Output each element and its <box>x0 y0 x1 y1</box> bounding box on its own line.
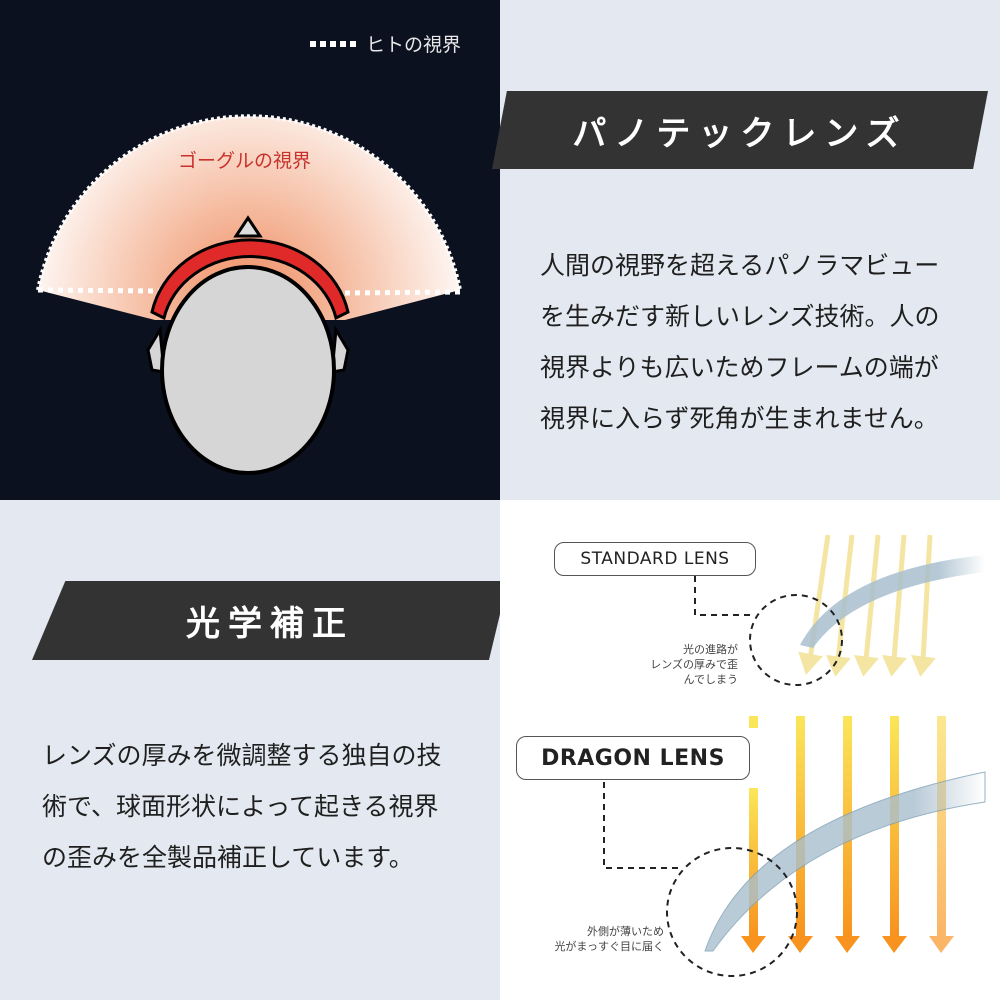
standard-focus-circle <box>749 594 843 686</box>
dragon-lens-shape <box>704 771 986 952</box>
description-line: 視界よりも広いためフレームの端が <box>540 353 939 382</box>
optical-title-banner: 光学補正 <box>32 581 508 660</box>
dragon-leader-line <box>603 782 683 869</box>
standard-leader-line <box>694 576 752 616</box>
description-line: 視界に入らず死角が生まれません。 <box>540 404 939 433</box>
field-of-view-illustration: ヒトの視界 ゴーグルの視界 <box>0 0 500 500</box>
dragon-lens-note: 外側が薄いため 光がまっすぐ目に届く <box>520 924 664 954</box>
human-field-arc <box>36 114 462 291</box>
panoramic-title-banner: パノテックレンズ <box>492 91 988 169</box>
optical-description: レンズの厚みを微調整する独自の技 術で、球面形状によって起きる視界 の歪みを全製… <box>42 730 492 883</box>
description-line: 人間の視野を超えるパノラマビュー <box>540 251 940 280</box>
standard-lens-shape <box>800 555 985 648</box>
legend-label: ヒトの視界 <box>366 34 462 56</box>
goggle-field-label: ゴーグルの視界 <box>178 150 312 172</box>
legend-human-field: ヒトの視界 <box>310 30 461 57</box>
head-icon <box>160 265 336 475</box>
note-line: 光がまっすぐ目に届く <box>554 940 664 953</box>
dragon-focus-circle <box>666 847 798 977</box>
note-line: 光の進路が <box>683 643 738 656</box>
nose-icon <box>233 215 263 238</box>
note-line: 外側が薄いため <box>587 925 664 938</box>
dragon-lens-label: DRAGON LENS <box>516 736 750 780</box>
description-line: の歪みを全製品補正しています。 <box>42 843 414 872</box>
dragon-lens-text: DRAGON LENS <box>541 745 725 771</box>
lens-diagram <box>603 534 986 977</box>
standard-lens-label: STANDARD LENS <box>554 542 756 576</box>
panoramic-description: 人間の視野を超えるパノラマビュー を生みだす新しいレンズ技術。人の 視界よりも広… <box>540 240 980 444</box>
lens-comparison-diagram: STANDARD LENS 光の進路が レンズの厚みで歪んでしまう DRAGON… <box>500 500 1000 1000</box>
standard-lens-note: 光の進路が レンズの厚みで歪んでしまう <box>650 642 738 687</box>
dotted-line-icon <box>310 40 356 47</box>
description-line: レンズの厚みを微調整する独自の技 <box>42 741 442 770</box>
panoramic-section <box>500 0 1000 500</box>
goggle-strap <box>150 238 350 321</box>
standard-lens-text: STANDARD LENS <box>580 549 730 569</box>
fov-diagram <box>36 114 462 475</box>
optical-title: 光学補正 <box>186 604 354 644</box>
panoramic-title: パノテックレンズ <box>572 113 908 154</box>
description-line: 術で、球面形状によって起きる視界 <box>42 792 439 821</box>
description-line: を生みだす新しいレンズ技術。人の <box>540 302 940 331</box>
note-line: レンズの厚みで歪んでしまう <box>650 658 738 686</box>
